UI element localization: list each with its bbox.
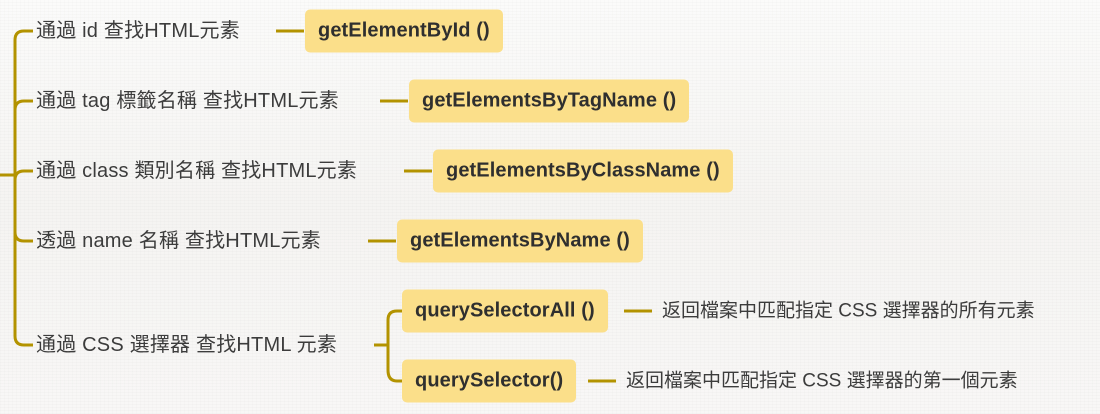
method-chip-query-selector[interactable]: querySelector(): [402, 359, 577, 403]
method-chip-get-elements-by-name[interactable]: getElementsByName (): [397, 219, 643, 263]
method-chip-get-elements-by-class-name[interactable]: getElementsByClassName (): [433, 149, 733, 193]
node-label-by-name[interactable]: 透過 name 名稱 查找HTML元素: [36, 230, 321, 252]
description-query-selector-all: 返回檔案中匹配指定 CSS 選擇器的所有元素: [662, 300, 1035, 322]
node-label-by-id[interactable]: 通過 id 查找HTML元素: [36, 20, 240, 42]
node-label-by-css[interactable]: 通過 CSS 選擇器 查找HTML 元素: [36, 334, 338, 356]
description-query-selector: 返回檔案中匹配指定 CSS 選擇器的第一個元素: [626, 370, 1018, 392]
method-chip-query-selector-all[interactable]: querySelectorAll (): [402, 289, 608, 333]
method-chip-get-element-by-id[interactable]: getElementById (): [305, 9, 503, 53]
method-chip-get-elements-by-tag-name[interactable]: getElementsByTagName (): [409, 79, 690, 123]
node-label-by-class[interactable]: 通過 class 類別名稱 查找HTML元素: [36, 160, 358, 182]
node-label-by-tag[interactable]: 通過 tag 標籤名稱 查找HTML元素: [36, 90, 339, 112]
